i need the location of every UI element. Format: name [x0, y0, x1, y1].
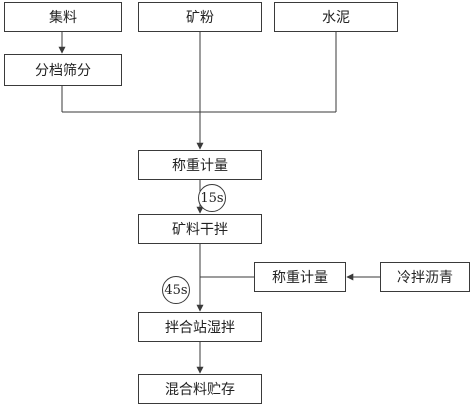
node-mineral-powder: 矿粉	[138, 2, 262, 32]
node-grading-screening: 分档筛分	[4, 54, 122, 86]
node-mix-storage: 混合料贮存	[138, 374, 262, 404]
node-dry-mix-mineral: 矿料干拌	[138, 214, 262, 244]
timer-dry-mix: 15s	[198, 184, 226, 212]
timer-wet-mix: 45s	[162, 276, 190, 304]
node-aggregate: 集料	[4, 2, 122, 32]
node-cement: 水泥	[274, 2, 398, 32]
node-weighing-2: 称重计量	[254, 262, 346, 292]
node-weighing-1: 称重计量	[138, 150, 262, 180]
node-wet-mix-station: 拌合站湿拌	[138, 312, 262, 342]
node-cold-mix-asphalt: 冷拌沥青	[380, 262, 470, 292]
